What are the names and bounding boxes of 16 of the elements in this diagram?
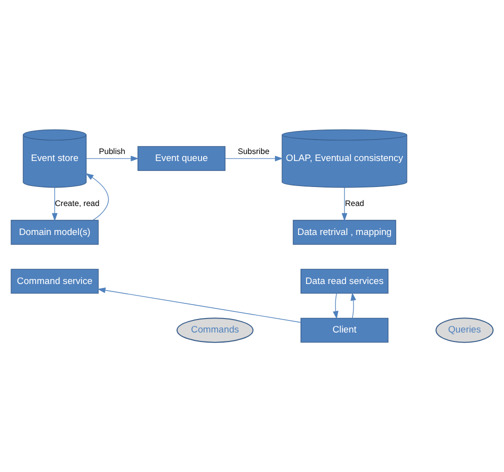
node-ellipse: Queries (436, 318, 494, 343)
node-box: Client (300, 318, 388, 343)
arrow (224, 156, 283, 162)
node-box: Data read services (300, 268, 388, 294)
arrow (97, 287, 301, 323)
arrow (332, 293, 338, 320)
arrow (52, 187, 58, 222)
node-box: Command service (10, 268, 99, 294)
arrow (86, 173, 109, 220)
node-box: Event queue (138, 146, 226, 171)
arrow (86, 156, 139, 162)
arrow (350, 292, 356, 318)
arrow (342, 187, 348, 222)
node-box: Domain model(s) (10, 220, 99, 245)
node-box: Data retrival , mapping (292, 220, 396, 245)
node-ellipse: Commands (176, 318, 254, 343)
